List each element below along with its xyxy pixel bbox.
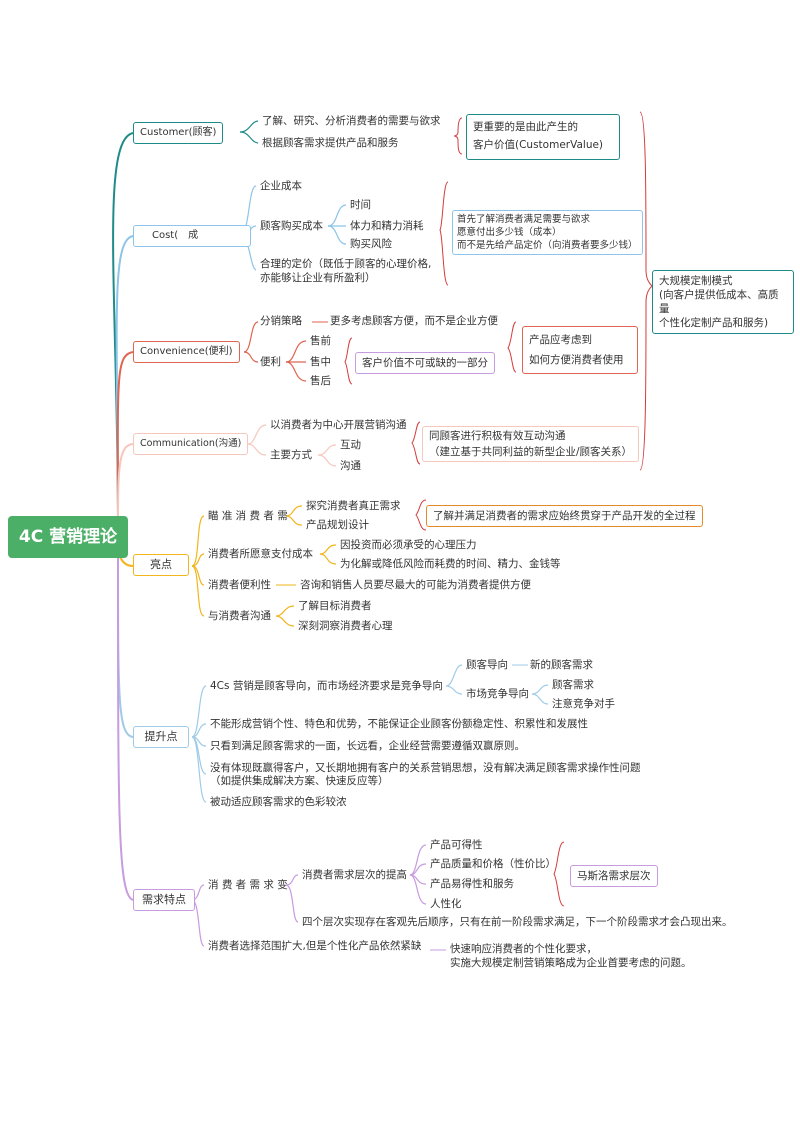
highlights-need-item-1: 探究消费者真正需求 (306, 500, 401, 512)
communication-note[interactable]: 同顾客进行积极有效互动沟通 （建立基于共同利益的新型企业/顾客关系） (422, 426, 640, 462)
improve-point-3b: （如提供集成解决方案、快速反应等） (210, 775, 389, 787)
convenience-strategy-desc: 更多考虑顾客方便，而不是企业方便 (330, 315, 498, 327)
communication-note-line-2: （建立基于共同利益的新型企业/顾客关系） (429, 446, 633, 458)
convenience-label: 便利 (260, 356, 281, 368)
improve-market-item-1: 顾客需求 (552, 679, 594, 691)
cost-note-line-2: 愿意付出多少钱（成本） (457, 227, 562, 238)
demand-scope-desc-2: 实施大规模定制营销策略成为企业首要考虑的问题。 (450, 957, 692, 969)
cost-note-line-3: 而不是先给产品定价（向消费者要多少钱） (457, 240, 638, 251)
demand-level-up: 消费者需求层次的提高 (302, 869, 407, 881)
demand-level-4: 人性化 (430, 898, 462, 910)
communication-item-mode: 主要方式 (270, 449, 312, 461)
convenience-phase-post: 售后 (310, 375, 331, 387)
demand-scope-desc-1: 快速响应消费者的个性化要求， (450, 943, 597, 955)
convenience-phase-pre: 售前 (310, 335, 331, 347)
demand-order-note: 四个层次实现存在客观先后顺序，只有在前一阶段需求满足，下一个阶段需求才会凸现出来… (302, 916, 733, 928)
cost-item-customer: 顾客购买成本 (260, 220, 323, 232)
branch-cost[interactable]: Cost( 成 (133, 225, 251, 247)
improve-customer-orient-desc: 新的顾客需求 (530, 659, 593, 671)
convenience-phase-note[interactable]: 客户价值不可或缺的一部分 (355, 352, 495, 374)
branch-communication[interactable]: Communication(沟通) (133, 433, 249, 455)
branch-convenience[interactable]: Convenience(便利) (133, 341, 240, 363)
customer-note-line-1: 更重要的是由此产生的 (473, 121, 578, 133)
cost-note-line-1: 首先了解消费者满足需要与欲求 (457, 214, 591, 225)
communication-mode-interact: 互动 (340, 439, 361, 451)
cost-sub-energy: 体力和精力消耗 (350, 220, 424, 232)
customer-note-line-2: 客户价值(CustomerValue) (473, 139, 604, 151)
cost-item-pricing-2: 亦能够让企业有所盈利） (260, 272, 376, 284)
root-topic[interactable]: 4C 营销理论 (8, 516, 128, 558)
improve-main: 4Cs 营销是顾客导向，而市场经济要求是竞争导向 (210, 680, 443, 692)
cost-sub-time: 时间 (350, 199, 371, 211)
convenience-strategy: 分销策略 (260, 315, 302, 327)
demand-level-1: 产品可得性 (430, 839, 483, 851)
improve-customer-orient: 顾客导向 (466, 659, 508, 671)
branch-improve[interactable]: 提升点 (133, 726, 189, 748)
improve-point-4: 被动适应顾客需求的色彩较浓 (210, 796, 347, 808)
branch-demand[interactable]: 需求特点 (133, 889, 195, 911)
convenience-note-line-2: 如何方便消费者使用 (529, 354, 624, 366)
customer-item-1: 了解、研究、分析消费者的需要与欲求 (262, 115, 441, 127)
improve-market-orient: 市场竞争导向 (466, 688, 529, 700)
demand-scope: 消费者选择范围扩大,但是个性化产品依然紧缺 (208, 940, 422, 952)
demand-level-3: 产品易得性和服务 (430, 878, 514, 890)
highlights-pay: 消费者所愿意支付成本 (208, 548, 313, 560)
branch-highlights[interactable]: 亮点 (133, 554, 189, 576)
convenience-note-line-1: 产品应考虑到 (529, 334, 592, 346)
mass-customization-line-1: 大规模定制模式 (659, 275, 733, 287)
highlights-comm-item-1: 了解目标消费者 (298, 600, 372, 612)
mass-customization-line-3: 个性化定制产品和服务) (659, 317, 769, 329)
cost-note[interactable]: 首先了解消费者满足需要与欲求 愿意付出多少钱（成本） 而不是先给产品定价（向消费… (452, 210, 643, 255)
mass-customization-box[interactable]: 大规模定制模式 (向客户提供低成本、高质量 个性化定制产品和服务) (652, 270, 794, 334)
cost-item-pricing-1: 合理的定价（既低于顾客的心理价格, (260, 258, 432, 270)
highlights-need: 瞄 准 消 费 者 需 (208, 510, 288, 522)
highlights-pay-item-1: 因投资而必须承受的心理压力 (340, 539, 477, 551)
communication-mode-communicate: 沟通 (340, 460, 361, 472)
improve-point-2: 只看到满足顾客需求的一面，长远看，企业经营需要遵循双赢原则。 (210, 740, 525, 752)
demand-change: 消 费 者 需 求 变 (208, 879, 288, 891)
mass-customization-line-2: (向客户提供低成本、高质量 (659, 289, 779, 315)
customer-item-2: 根据顾客需求提供产品和服务 (262, 137, 399, 149)
highlights-need-note[interactable]: 了解并满足消费者的需求应始终贯穿于产品开发的全过程 (426, 505, 703, 527)
convenience-note[interactable]: 产品应考虑到 如何方便消费者使用 (522, 326, 638, 374)
cost-sub-risk: 购买风险 (350, 238, 392, 250)
highlights-comm: 与消费者沟通 (208, 610, 271, 622)
cost-item-enterprise: 企业成本 (260, 180, 302, 192)
convenience-phase-mid: 售中 (310, 356, 331, 368)
communication-item-center: 以消费者为中心开展营销沟通 (270, 419, 407, 431)
highlights-need-item-2: 产品规划设计 (306, 519, 369, 531)
highlights-comm-item-2: 深刻洞察消费者心理 (298, 620, 393, 632)
demand-level-2: 产品质量和价格（性价比） (430, 858, 556, 870)
communication-note-line-1: 同顾客进行积极有效互动沟通 (429, 430, 566, 442)
highlights-pay-item-2: 为化解或降低风险而耗费的时间、精力、金钱等 (340, 558, 561, 570)
customer-note[interactable]: 更重要的是由此产生的 客户价值(CustomerValue) (466, 114, 620, 160)
highlights-conv: 消费者便利性 (208, 579, 271, 591)
highlights-conv-desc: 咨询和销售人员要尽最大的可能为消费者提供方便 (300, 579, 531, 591)
branch-customer[interactable]: Customer(顾客) (133, 122, 224, 144)
improve-point-1: 不能形成营销个性、特色和优势，不能保证企业顾客份额稳定性、积累性和发展性 (210, 718, 588, 730)
maslow-box[interactable]: 马斯洛需求层次 (570, 865, 658, 887)
improve-point-3: 没有体现既赢得客户，又长期地拥有客户的关系营销思想，没有解决满足顾客需求操作性问… (210, 762, 641, 774)
improve-market-item-2: 注意竞争对手 (552, 698, 615, 710)
